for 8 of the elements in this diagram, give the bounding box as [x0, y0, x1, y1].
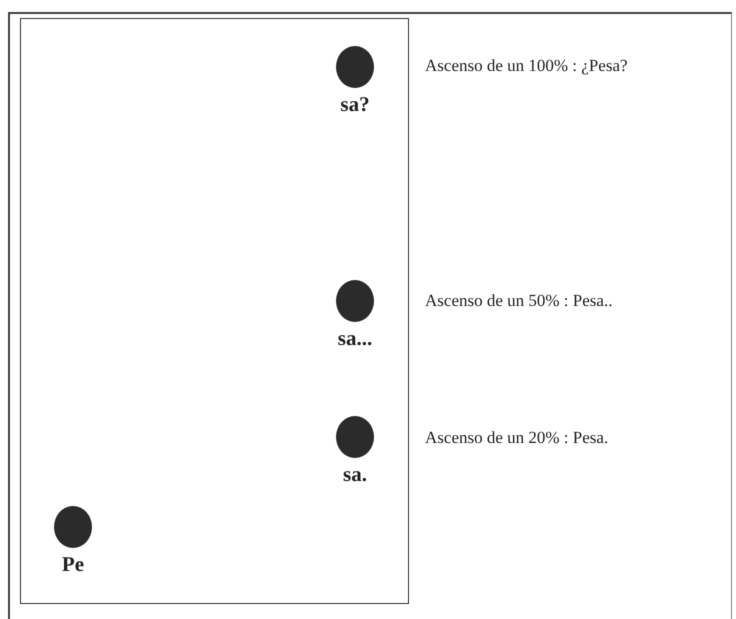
intonation-note: Ascenso de un 20% : Pesa. [425, 428, 608, 448]
syllable-label: sa... [338, 326, 372, 351]
intonation-note: Ascenso de un 50% : Pesa.. [425, 291, 612, 311]
syllable-label: sa? [340, 92, 370, 117]
syllable-label: sa. [343, 462, 367, 487]
plot-frame [20, 18, 409, 604]
syllable-label: Pe [62, 552, 84, 577]
intonation-note: Ascenso de un 100% : ¿Pesa? [425, 56, 628, 76]
